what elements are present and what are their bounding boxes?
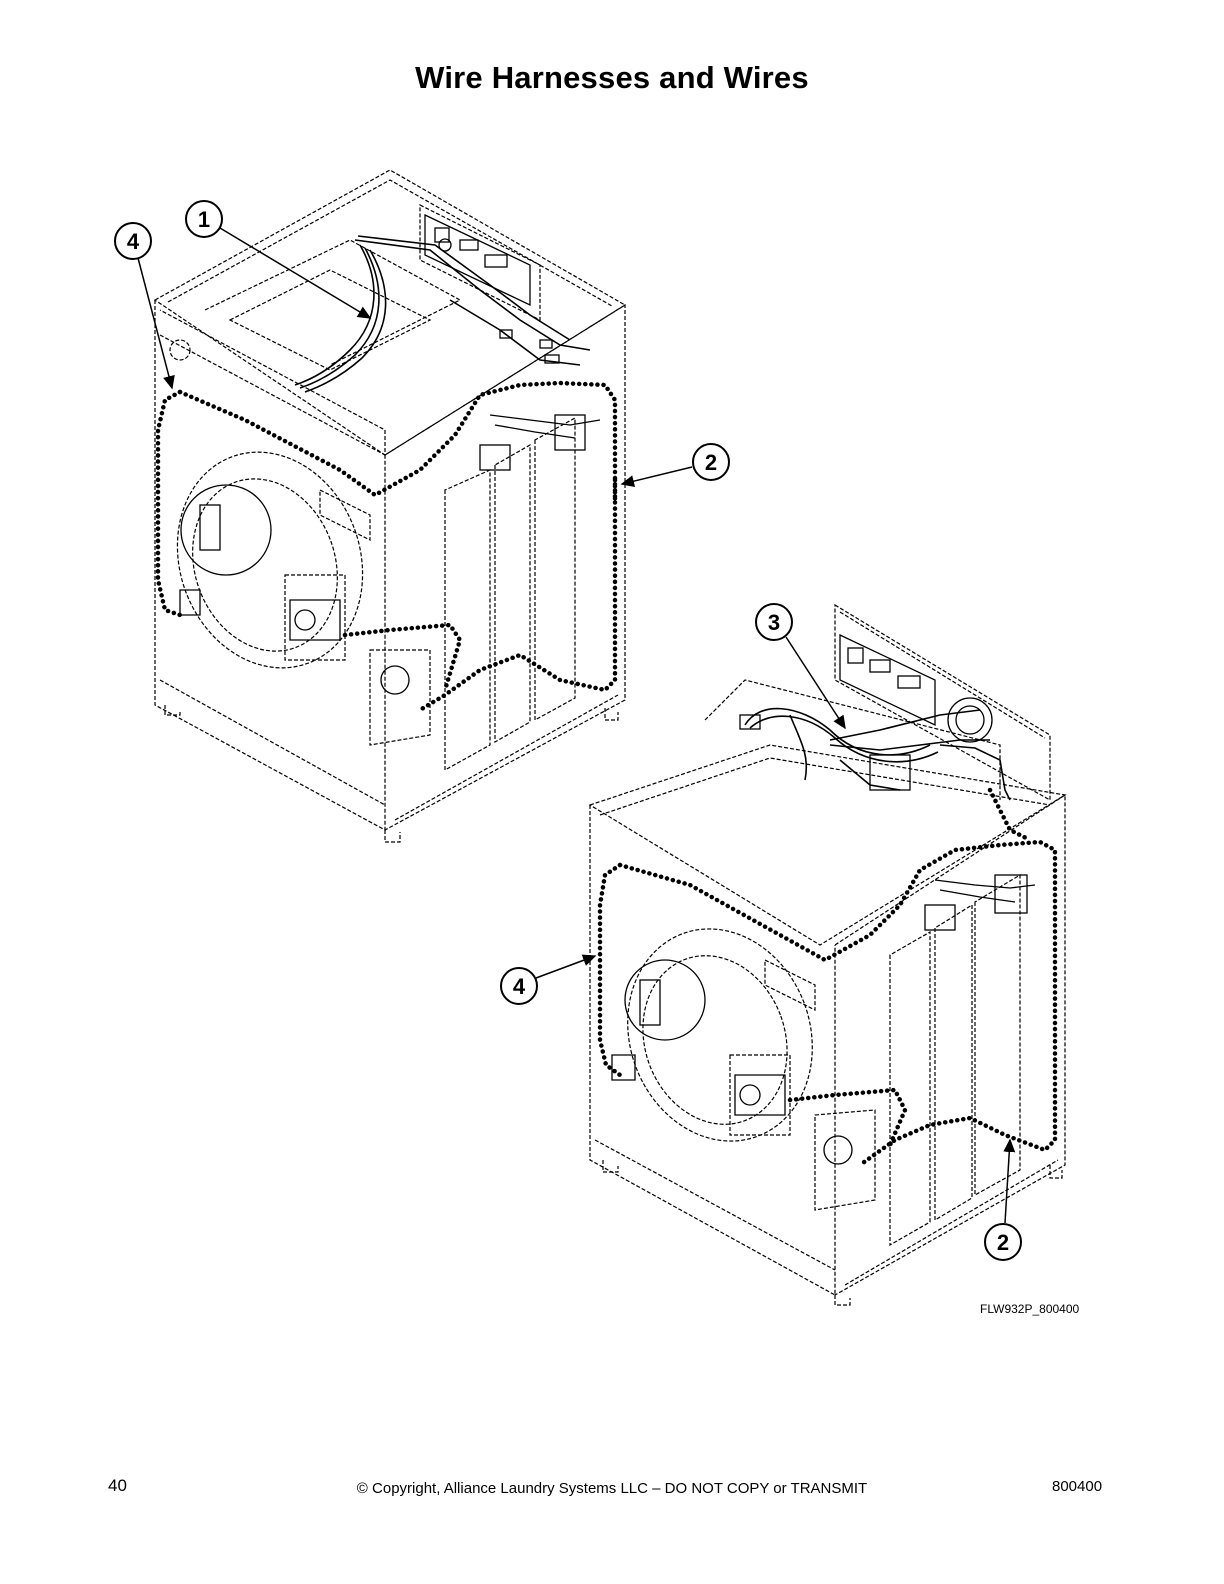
- svg-text:4: 4: [127, 229, 140, 254]
- top-control-board: [424, 213, 560, 364]
- svg-text:1: 1: [198, 207, 210, 232]
- top-side-components: [179, 414, 601, 695]
- top-harness-routes: [155, 380, 618, 713]
- bottom-washer-illustration: [588, 603, 1067, 1306]
- bottom-harness-routes: [597, 787, 1058, 1168]
- bottom-harness-3-wires: [744, 707, 1011, 801]
- page-title: Wire Harnesses and Wires: [415, 60, 809, 95]
- top-washer-illustration: [153, 169, 627, 843]
- top-harness-1-wires: [294, 235, 591, 393]
- svg-text:2: 2: [997, 1230, 1009, 1255]
- callout-4-top: 4: [114, 222, 175, 390]
- callout-4-bottom: 4: [500, 954, 597, 1005]
- callout-1: 1: [185, 200, 372, 319]
- svg-text:2: 2: [705, 450, 717, 475]
- callout-2-bottom: 2: [984, 1138, 1022, 1261]
- callout-2-top: 2: [620, 443, 730, 487]
- svg-text:3: 3: [768, 610, 780, 635]
- footer-doc-number: 800400: [1052, 1478, 1103, 1495]
- drawing-id: FLW932P_800400: [980, 1302, 1080, 1316]
- svg-text:4: 4: [513, 974, 526, 999]
- callout-3: 3: [755, 603, 846, 730]
- footer-copyright: © Copyright, Alliance Laundry Systems LL…: [356, 1480, 868, 1497]
- bottom-side-components: [611, 874, 1036, 1165]
- footer-page-number: 40: [108, 1476, 127, 1495]
